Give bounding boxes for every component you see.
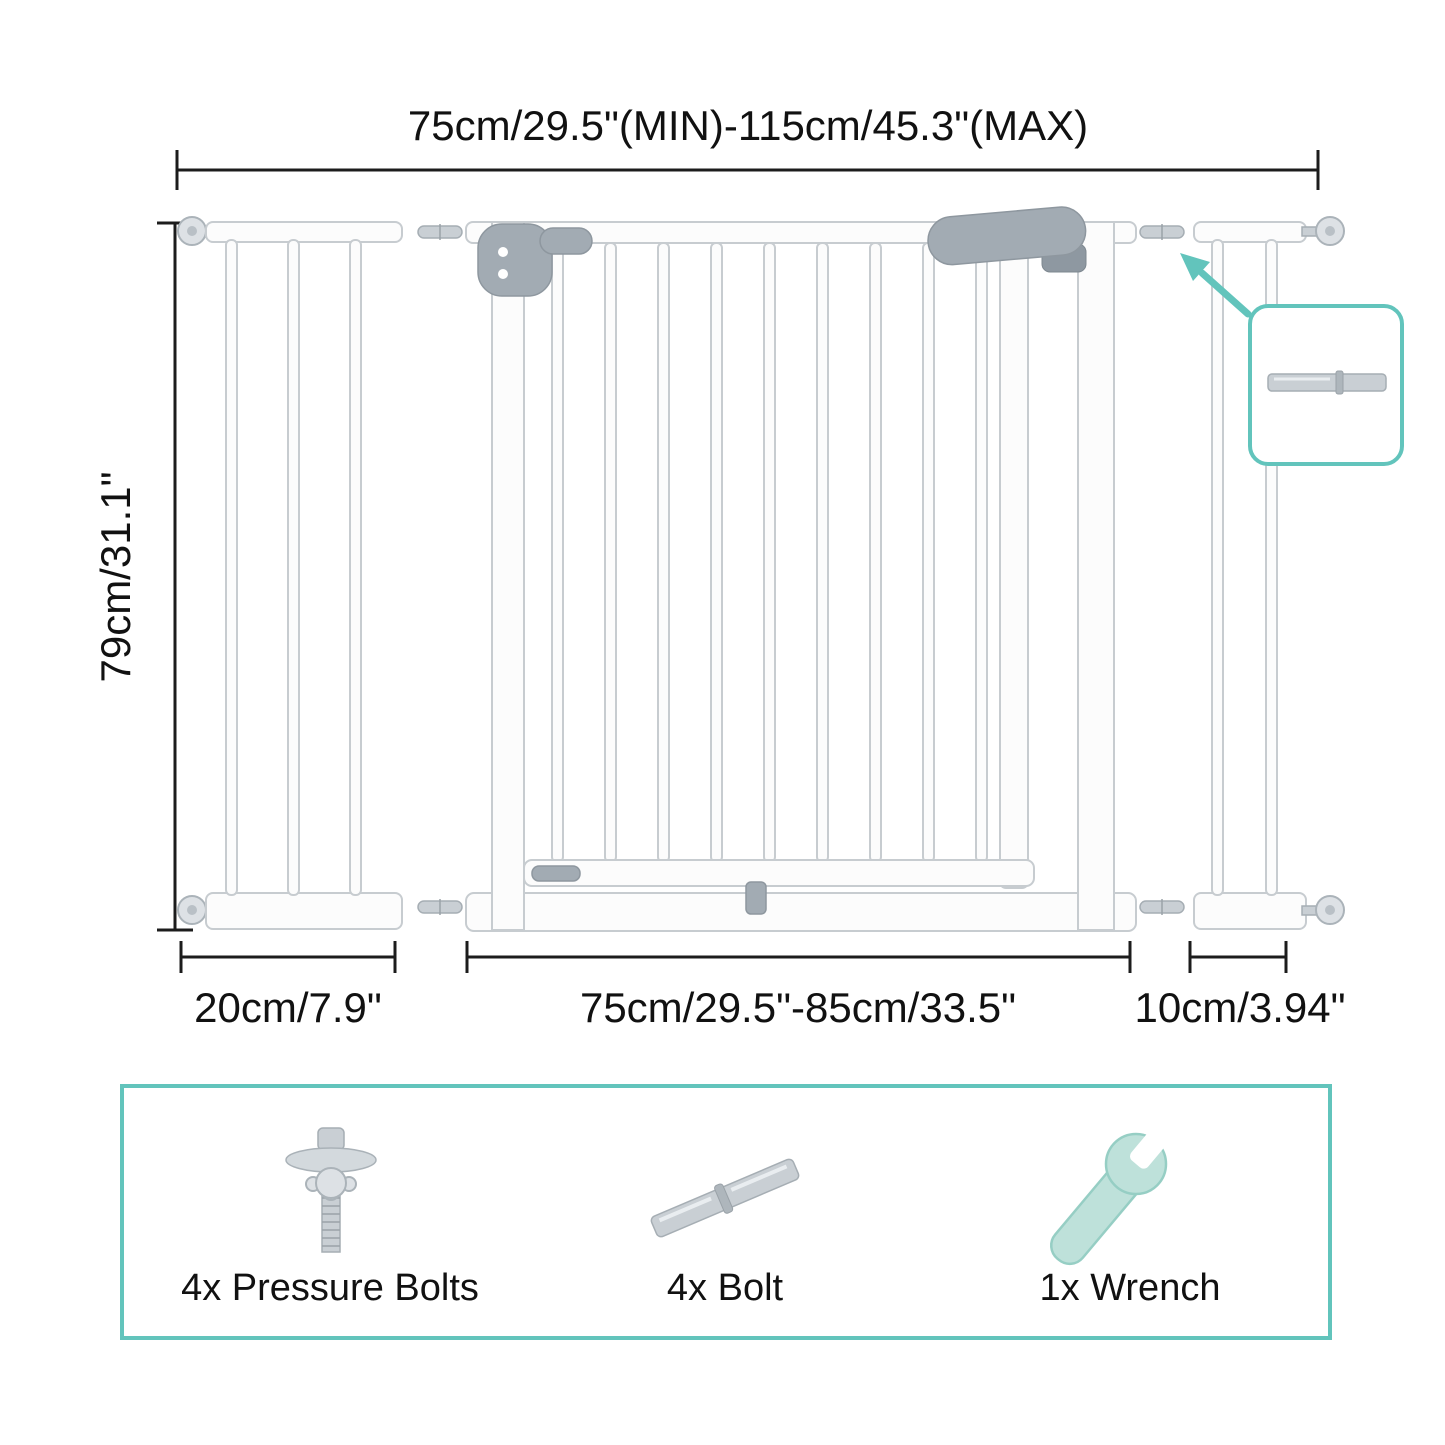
pressure-bolt-knob-center [1325, 226, 1335, 236]
callout-arrow-line [1198, 269, 1252, 318]
callout-arrow-head [1180, 253, 1210, 281]
door-vertical-bars [551, 242, 988, 863]
parts-box: 4x Pressure Bolts 4x Bolt 1x Wrench [120, 1084, 1332, 1340]
top-dimension: 75cm/29.5"(MIN)-115cm/45.3"(MAX) [175, 102, 1320, 190]
bolt-icon [650, 1158, 800, 1238]
extension-vertical-bars [225, 239, 362, 896]
pressure-bolts-label: 4x Pressure Bolts [181, 1267, 479, 1309]
bolt-callout [1180, 253, 1404, 466]
door-right-stile [999, 239, 1029, 889]
handle-grip [927, 206, 1087, 266]
wrench-label: 1x Wrench [1040, 1267, 1221, 1309]
handle [927, 206, 1087, 273]
pressure-bolt-knob-center [187, 905, 197, 915]
door-bottom-crossbar [523, 859, 1035, 887]
bottom-dimension-center: 75cm/29.5"-85cm/33.5" [465, 941, 1132, 1031]
right-extension-panel [1193, 216, 1345, 930]
gate-width-dimension-label: 75cm/29.5"-85cm/33.5" [580, 984, 1016, 1031]
extension-top-rail [1193, 221, 1307, 243]
right-extension-dimension-label: 10cm/3.94" [1134, 984, 1345, 1031]
gate-right-post [1077, 221, 1115, 931]
pressure-bolt-knob-center [187, 226, 197, 236]
main-gate [465, 206, 1137, 932]
gate-base-rail [465, 892, 1137, 932]
connector-bolts-left [417, 224, 463, 915]
bottom-dimension-left: 20cm/7.9" [179, 941, 397, 1031]
bolt-label: 4x Bolt [667, 1267, 784, 1309]
extension-bottom-rail [205, 892, 403, 930]
extension-bolt-icon [1267, 370, 1387, 395]
hinge [477, 223, 593, 297]
bottom-dimension-right: 10cm/3.94" [1134, 941, 1346, 1031]
wrench-icon [1049, 1114, 1180, 1266]
pressure-bolt-knob-center [1325, 905, 1335, 915]
top-dimension-label: 75cm/29.5"(MIN)-115cm/45.3"(MAX) [408, 102, 1088, 149]
gate-left-post [491, 221, 525, 931]
height-dimension: 79cm/31.1" [92, 221, 193, 932]
left-extension-dimension-label: 20cm/7.9" [194, 984, 382, 1031]
extension-top-rail [205, 221, 403, 243]
connector-bolts-right [1139, 224, 1185, 915]
door-latch-slider [531, 865, 581, 882]
extension-bottom-rail [1193, 892, 1307, 930]
pressure-bolt-icon [285, 1127, 377, 1253]
height-dimension-label: 79cm/31.1" [92, 471, 139, 682]
door-release-pedal [745, 881, 767, 915]
left-extension-panel [177, 216, 403, 930]
